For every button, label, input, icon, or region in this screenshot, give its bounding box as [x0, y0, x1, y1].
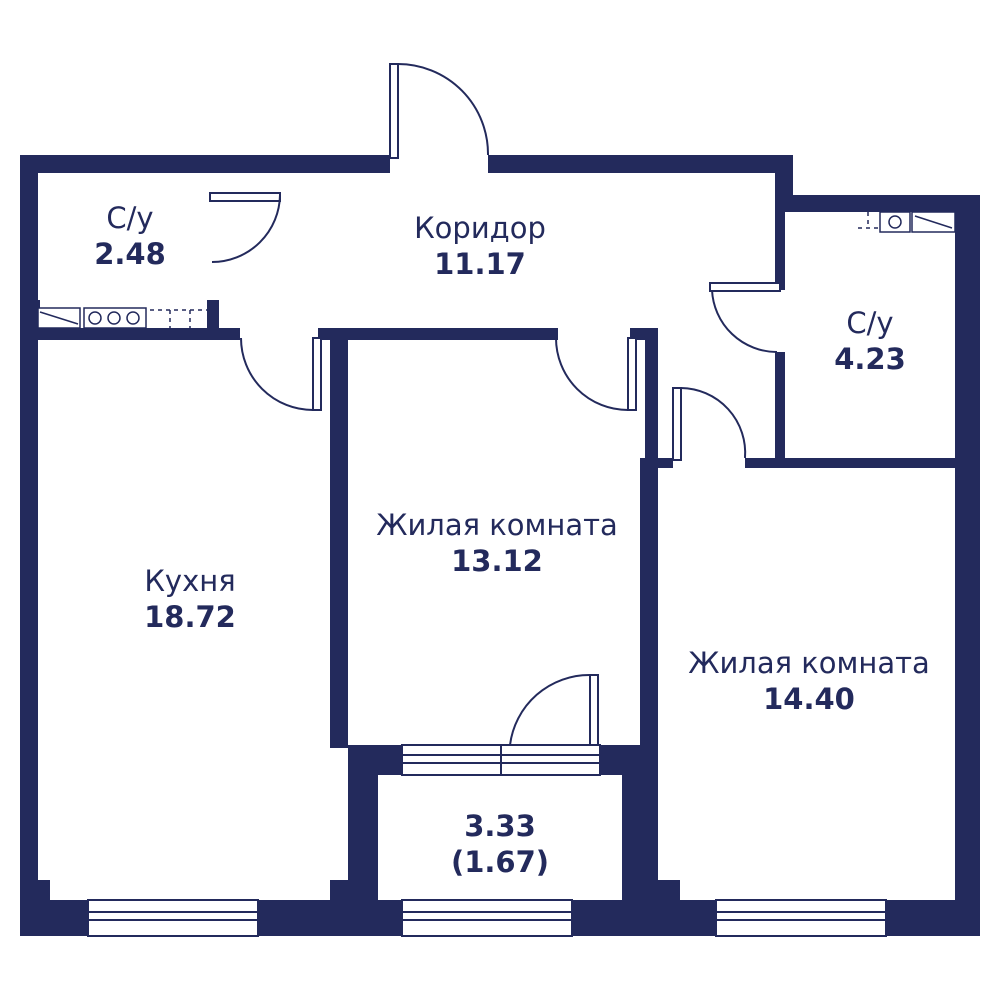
room-name: С/у	[846, 306, 894, 340]
room-area: 18.72	[144, 600, 236, 635]
windows	[87, 744, 887, 937]
fixtures	[37, 211, 956, 329]
room-label-corridor: Коридор 11.17	[370, 210, 590, 283]
room-area: 14.40	[763, 682, 855, 717]
room-name: Коридор	[414, 211, 546, 245]
room-fills	[38, 173, 955, 900]
room-label-living1: Жилая комната 13.12	[352, 507, 642, 580]
room-name: С/у	[106, 201, 154, 235]
room-name: Жилая комната	[376, 508, 618, 542]
room-label-wc2: С/у 4.23	[800, 305, 940, 378]
room-label-balcony: 3.33 (1.67)	[420, 808, 580, 881]
room-area: 11.17	[434, 247, 526, 282]
balcony-area-reduced: (1.67)	[450, 845, 550, 880]
doors	[209, 63, 781, 746]
room-area: 13.12	[451, 544, 543, 579]
room-label-kitchen: Кухня 18.72	[100, 563, 280, 636]
room-area: 4.23	[834, 342, 906, 377]
room-label-wc1: С/у 2.48	[60, 200, 200, 273]
room-name: Кухня	[144, 564, 236, 598]
balcony-area: 3.33	[464, 809, 536, 843]
room-name: Жилая комната	[688, 646, 930, 680]
room-area: 2.48	[94, 237, 166, 272]
room-label-living2: Жилая комната 14.40	[664, 645, 954, 718]
